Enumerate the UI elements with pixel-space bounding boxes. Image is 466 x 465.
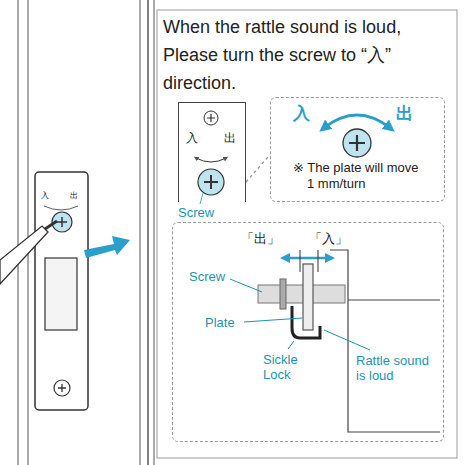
pointer-arrow [84, 236, 130, 258]
direction-mark: 出 [224, 131, 236, 145]
callout-box: 入出入出※ The plate will move 1 mm/turn「出」「入… [157, 10, 459, 458]
part-label: Screw [178, 205, 214, 221]
callout-panel [157, 10, 457, 458]
direction-mark: 出 [396, 104, 413, 124]
cross-section-box: 「出」 「入」 ScrewPlateSickle Lock Rattle sound … [172, 222, 444, 442]
plate-detail [196, 111, 226, 204]
direction-label: 「入」 [309, 231, 348, 247]
part-label: Rattle sound is loud [356, 353, 430, 383]
direction-mark: 入 [186, 131, 198, 145]
direction-label: 「出」 [241, 231, 280, 247]
part-label: Screw [189, 269, 225, 285]
part-label: Sickle Lock [261, 351, 317, 383]
direction-mark: 出 [70, 191, 78, 201]
direction-mark: 入 [41, 191, 49, 201]
direction-mark: 入 [293, 104, 310, 124]
note-text: ※ The plate will move 1 mm/turn [293, 160, 428, 191]
part-label: Plate [205, 315, 235, 331]
leader-connector [246, 155, 270, 182]
screwdriver [0, 221, 57, 284]
screw-detail [324, 115, 390, 157]
strike-plate [35, 172, 88, 410]
cross-section [230, 250, 440, 432]
strike-plate-detail: 入出 [178, 102, 246, 202]
turn-direction-box: 入 出 ※ The plate will move 1 mm/turn [270, 97, 445, 202]
callout-title: When the rattle sound is loud, Please tu… [163, 13, 455, 97]
